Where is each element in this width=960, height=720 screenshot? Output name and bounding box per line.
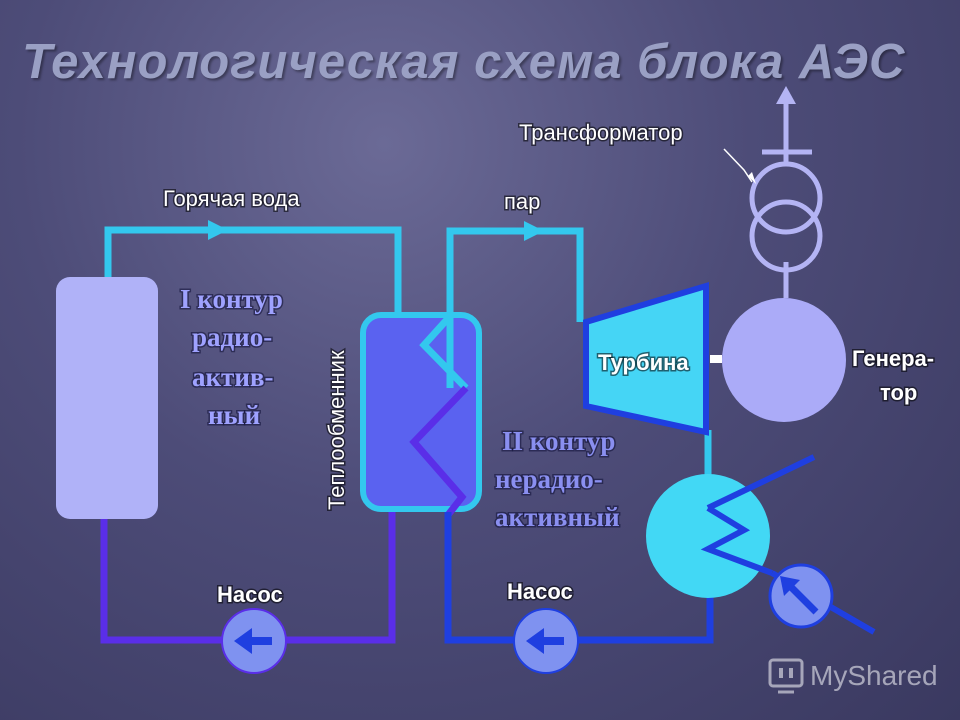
page-title: Технологическая схема блока АЭС (22, 35, 906, 89)
steam-label: пар (504, 189, 540, 214)
arrow-left-icon (234, 628, 272, 654)
transformer-callout (723, 148, 753, 183)
transformer-coil-lower (749, 199, 823, 273)
turbine-shaft (710, 355, 722, 363)
power-output-arrow (776, 86, 796, 104)
condenser (646, 474, 770, 598)
monitor-icon (768, 658, 804, 694)
circuit1-label-line4: ный (208, 400, 260, 430)
circuit2-label-line1: II контур (502, 426, 615, 456)
transformer-label: Трансформатор (519, 120, 683, 145)
circuit1-label-line2: радио- (192, 322, 272, 352)
hot-water-label: Горячая вода (163, 186, 300, 211)
generator-label-line1: Генера- (852, 346, 934, 371)
hot-water-pipe (104, 226, 402, 314)
circuit2-label-line3: активный (495, 502, 620, 532)
heat-exchanger-label: Теплообменник (324, 350, 349, 510)
circuit2-label-line2: нерадио- (495, 464, 603, 494)
heat-exchanger-coil-lower (409, 385, 469, 518)
cooling-water-inlet (706, 454, 816, 511)
steam-pipe (446, 227, 584, 388)
pump-left-label: Насос (217, 582, 283, 607)
circuit1-label-line1: I контур (180, 284, 283, 314)
secondary-return-pipe (444, 512, 714, 644)
generator-label-line2: тор (880, 380, 917, 405)
arrow-up-left-icon (780, 576, 819, 615)
pump-right-label: Насос (507, 579, 573, 604)
turbine-label: Турбина (598, 350, 689, 375)
generator (722, 298, 846, 422)
circuit1-label-line3: актив- (192, 362, 273, 392)
watermark: MyShared (810, 660, 938, 691)
hot-water-flow-arrow (208, 220, 228, 240)
transformer-callout-arrow (748, 172, 756, 184)
condenser-coil (700, 505, 774, 576)
transformer-coil-upper (749, 161, 823, 235)
arrow-left-icon (526, 628, 564, 654)
turbine (583, 281, 709, 436)
steam-flow-arrow (524, 221, 544, 241)
reactor-vessel (56, 277, 158, 519)
